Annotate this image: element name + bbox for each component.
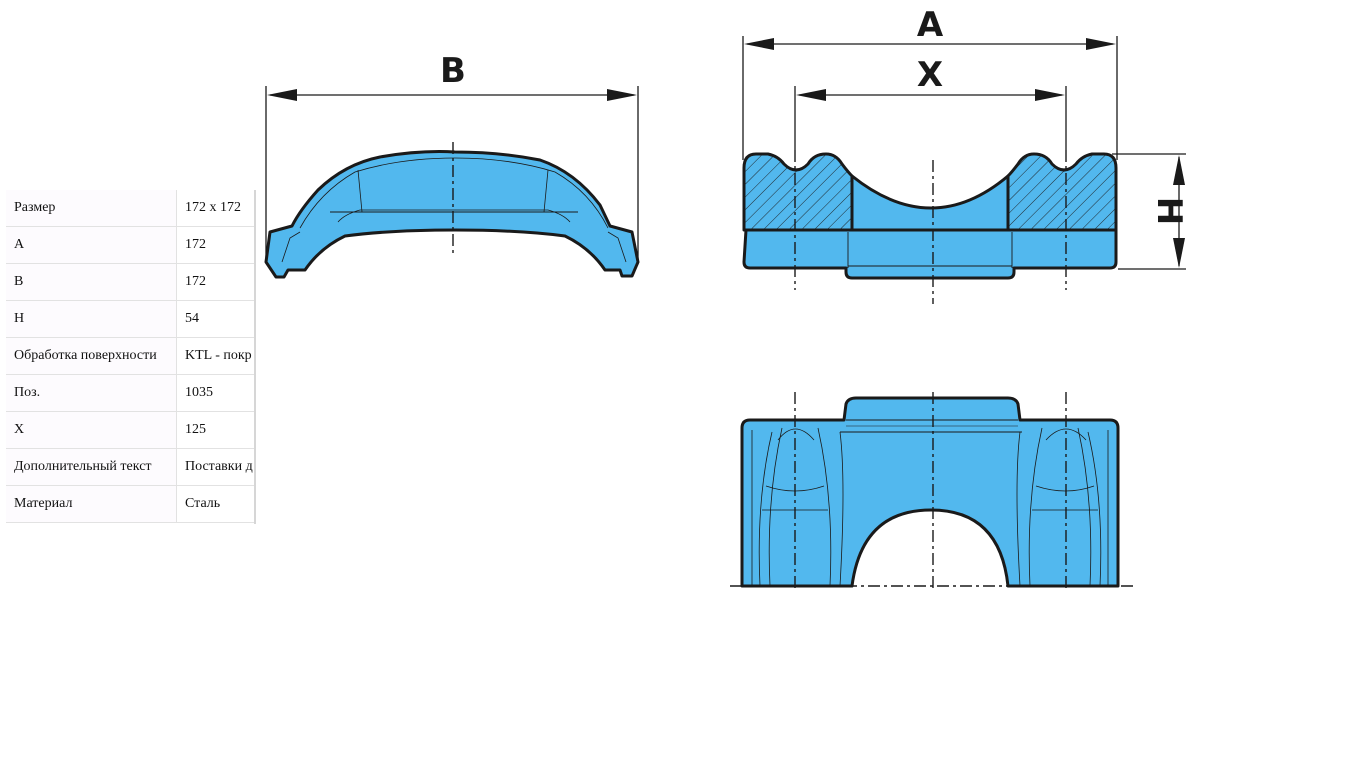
side-view: B <box>264 51 640 279</box>
dimension-line-x <box>796 89 1065 101</box>
spec-key: B <box>6 263 177 301</box>
dimension-label-x: X <box>917 55 943 95</box>
dimension-line-b <box>267 89 637 101</box>
table-row: Материал Сталь <box>6 485 254 523</box>
table-row: Дополнительный текст Поставки д <box>6 448 254 486</box>
spec-key: H <box>6 300 177 338</box>
spec-key: Обработка поверхности <box>6 337 177 375</box>
table-row: H 54 <box>6 300 254 338</box>
top-view <box>730 392 1134 590</box>
dimension-line-a <box>744 38 1116 50</box>
spec-key: X <box>6 411 177 449</box>
dimension-line-h <box>1112 153 1186 270</box>
table-row: Обработка поверхности KTL - покр <box>6 337 254 375</box>
spec-value: Поставки д <box>176 448 254 486</box>
spec-value: Сталь <box>176 485 254 523</box>
dimension-label-h: H <box>1149 197 1189 225</box>
table-row: B 172 <box>6 263 254 301</box>
spec-value: 172 <box>176 226 254 264</box>
dimension-label-b: B <box>440 51 466 91</box>
table-row: Размер 172 x 172 <box>6 190 254 227</box>
spec-key: Поз. <box>6 374 177 412</box>
spec-key: Материал <box>6 485 177 523</box>
spec-value: 125 <box>176 411 254 449</box>
table-row: A 172 <box>6 226 254 264</box>
front-view: A X H <box>742 5 1189 304</box>
spec-key: Размер <box>6 190 177 227</box>
spec-key: Дополнительный текст <box>6 448 177 486</box>
spec-value: KTL - покр <box>176 337 254 375</box>
spec-value: 1035 <box>176 374 254 412</box>
spec-value: 172 x 172 <box>176 190 254 227</box>
table-row: X 125 <box>6 411 254 449</box>
table-row: Поз. 1035 <box>6 374 254 412</box>
dimension-label-a: A <box>917 5 944 45</box>
saddle-side-shape <box>264 150 640 279</box>
spec-value: 54 <box>176 300 254 338</box>
spec-table: Размер 172 x 172 A 172 B 172 H 54 Обрабо… <box>6 190 256 524</box>
spec-value: 172 <box>176 263 254 301</box>
spec-key: A <box>6 226 177 264</box>
